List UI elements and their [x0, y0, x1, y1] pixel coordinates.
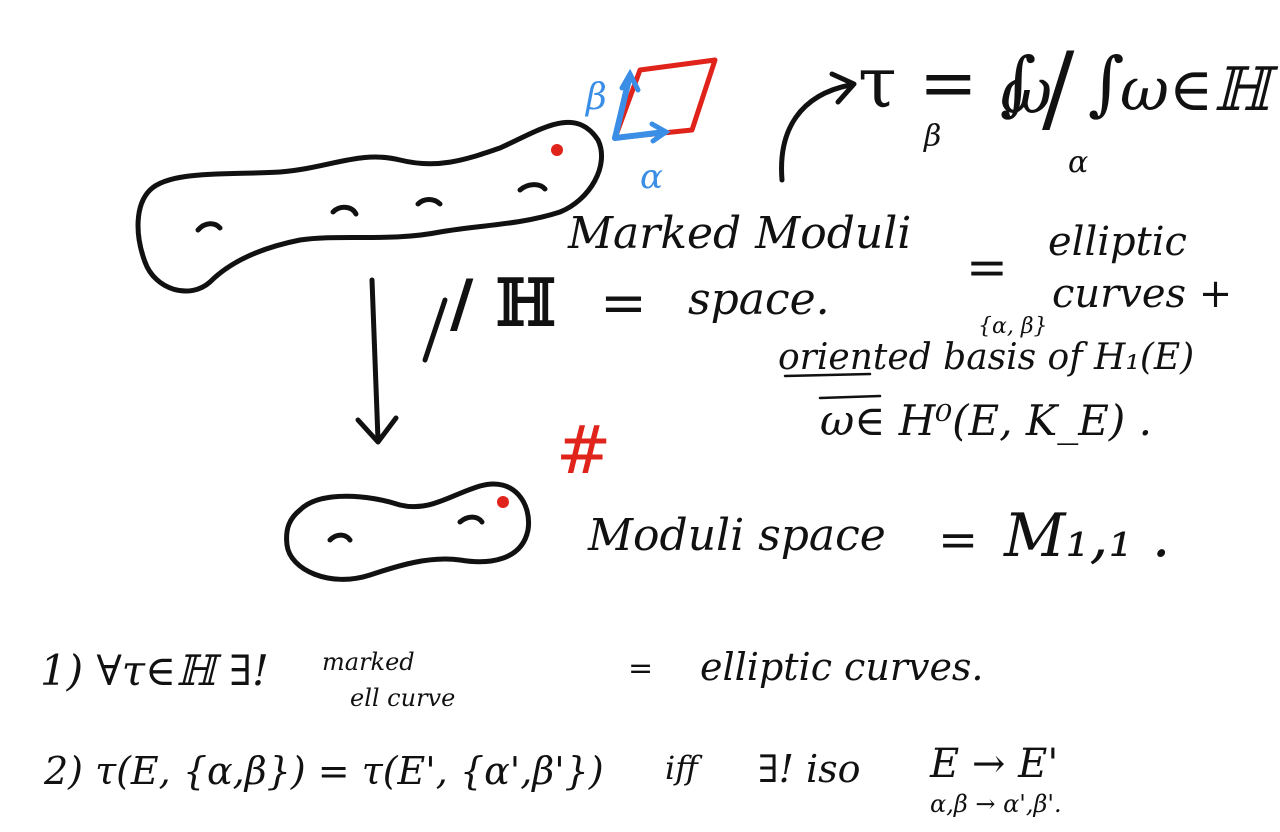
marked-point-dot [551, 144, 563, 156]
beta-arrowhead [619, 68, 641, 93]
moduli-point-dot [497, 496, 509, 508]
item2-map: E → E' [930, 741, 1059, 787]
item1-prefix: 1) ∀τ∈ℍ ∃! [40, 646, 269, 695]
down-arrow [369, 277, 381, 443]
marked-surface-outline [135, 120, 605, 294]
elliptic-label: elliptic [1048, 219, 1187, 265]
moduli-surface-outline [284, 481, 532, 582]
quotient-slash [422, 297, 448, 363]
item1-marked: marked [322, 648, 415, 676]
space-label: space. [688, 274, 830, 325]
surface-mark-2 [330, 204, 359, 217]
oriented-basis-label: oriented basis of H₁(E) [778, 337, 1195, 378]
surface-mark-1 [195, 221, 223, 233]
oriented-underline [783, 372, 872, 378]
tau-fraction-slash: / [1042, 32, 1075, 144]
tau-omega-in-h: ω∈ℍ [1120, 55, 1271, 125]
alpha-label: α [640, 157, 663, 197]
item1-ell-curve: ell curve [350, 684, 456, 712]
moduli-mark-1 [327, 532, 353, 543]
omega-overline [818, 394, 882, 400]
alpha-arrow [612, 129, 668, 141]
tau-omega-1: ω [1000, 55, 1053, 129]
beta-label: β [586, 77, 607, 118]
equals-sign-1: = [600, 271, 647, 336]
item2-iff: iff [665, 749, 698, 787]
moduli-mark-2 [457, 514, 485, 525]
surface-mark-3 [415, 197, 443, 207]
omega-holomorphic-label: ω∈ H⁰(E, K_E) . [820, 396, 1153, 445]
integral-subscript-alpha: α [1068, 145, 1089, 180]
basis-set-label: {α, β} [978, 314, 1048, 339]
alpha-arrowhead [649, 121, 671, 144]
moduli-space-label: Moduli space [588, 510, 886, 561]
surface-mark-4 [517, 182, 548, 193]
equals-sign-3: = [938, 512, 979, 568]
curved-arrow [779, 82, 853, 183]
item2-prefix: 2) τ(E, {α,β}) = τ(E', {α',β'}) [44, 749, 604, 793]
lattice-hash-icon: # [556, 412, 612, 489]
curved-arrowhead [829, 71, 857, 105]
item1-elliptic-curves: elliptic curves. [700, 645, 984, 689]
marked-moduli-label: Marked Moduli [568, 208, 912, 259]
item1-equals: = [628, 651, 654, 686]
beta-arrow [612, 72, 633, 141]
integral-subscript-beta: β [924, 119, 942, 154]
tau-integral-alpha: ∫ [1088, 42, 1125, 124]
m11-label: M₁,₁ . [1004, 501, 1171, 571]
quotient-h-label: / ℍ [450, 266, 557, 341]
down-arrowhead [355, 415, 399, 445]
item2-basis-map: α,β → α',β'. [930, 790, 1062, 818]
tau-integral-beta: τ = ∫ [858, 42, 1037, 124]
item2-exists-iso: ∃! iso [758, 747, 861, 791]
curves-plus-label: curves + [1052, 271, 1233, 317]
equals-sign-2: = [966, 238, 1008, 296]
